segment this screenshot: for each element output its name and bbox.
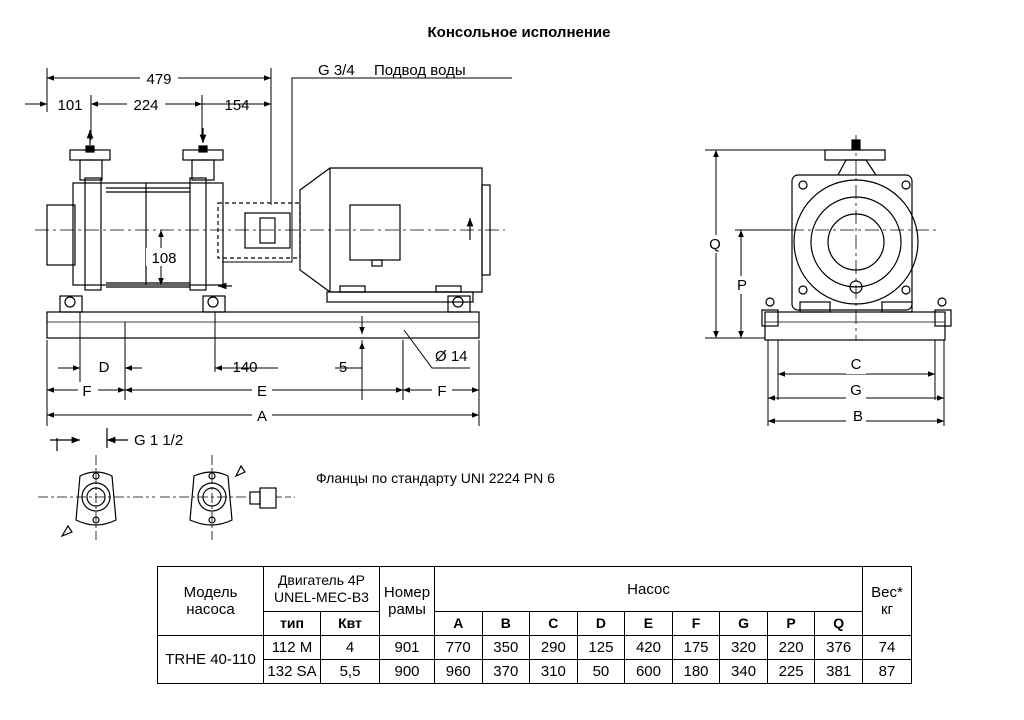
dim-cell-Q: 376 — [814, 635, 863, 660]
dim-header-F: F — [671, 611, 721, 636]
pump-suction-cap — [46, 204, 76, 266]
dim-G: G — [850, 382, 862, 399]
kw-cell: 4 — [320, 635, 380, 660]
dim-header-G: G — [719, 611, 768, 636]
dim-header-C: C — [529, 611, 578, 636]
weight-cell: 87 — [862, 659, 912, 684]
dim-cell-A: 960 — [434, 659, 483, 684]
dim-cell-D: 50 — [576, 659, 626, 684]
dim-hole-diameter: Ø 14 — [435, 348, 468, 365]
dim-Q: Q — [709, 236, 721, 253]
dim-cell-E: 420 — [624, 635, 673, 660]
weight-cell: 74 — [862, 635, 912, 660]
dim-F-right: F — [437, 383, 446, 400]
g-1-1-2-label: G 1 1/2 — [134, 432, 183, 449]
dim-cell-Q: 381 — [814, 659, 863, 684]
dim-cell-D: 125 — [576, 635, 626, 660]
g34-label: G 3/4 — [318, 62, 355, 79]
side-view-labels: 479 101 224 154 G 3/4 Подвод воды 108 D … — [57, 62, 468, 425]
dim-header-D: D — [576, 611, 626, 636]
pump-casing-front — [791, 174, 913, 311]
dim-F-left: F — [82, 383, 91, 400]
dim-cell-B: 350 — [481, 635, 531, 660]
type-header: тип — [263, 611, 321, 636]
dim-C: C — [851, 356, 862, 373]
table-row: 132 SA 5,5 900 960 370 310 50 600 180 34… — [158, 659, 912, 684]
flange-standard-note: Фланцы по стандарту UNI 2224 PN 6 — [316, 470, 555, 486]
dim-cell-G: 320 — [719, 635, 768, 660]
type-cell: 112 M — [263, 635, 321, 660]
type-cell: 132 SA — [263, 659, 321, 684]
table-row: TRHE 40-110 112 M 4 901 770 350 290 125 … — [157, 635, 912, 684]
frame-cell: 901 — [379, 635, 435, 660]
dim-5: 5 — [339, 359, 347, 376]
front-view-labels: Q P C G B — [705, 235, 866, 425]
dim-cell-F: 180 — [671, 659, 721, 684]
dim-B: B — [853, 408, 863, 425]
model-cell: TRHE 40-110 — [157, 635, 264, 684]
flange-labels: G 1 1/2 Фланцы по стандарту UNI 2224 PN … — [134, 432, 555, 486]
pump-header: Насос — [434, 566, 863, 612]
dim-140: 140 — [232, 359, 257, 376]
base-plate — [46, 311, 480, 339]
dim-cell-E: 600 — [624, 659, 673, 684]
dim-header-P: P — [766, 611, 816, 636]
kw-cell: 5,5 — [320, 659, 380, 684]
kw-header: Квт — [320, 611, 380, 636]
dim-header-A: A — [434, 611, 483, 636]
dim-P: P — [737, 277, 747, 294]
dim-cell-F: 175 — [671, 635, 721, 660]
dim-cell-P: 220 — [766, 635, 816, 660]
weight-header: Вес*кг — [862, 566, 912, 636]
dim-cell-G: 340 — [719, 659, 768, 684]
dim-header-B: B — [481, 611, 531, 636]
dim-E: E — [257, 383, 267, 400]
side-view — [35, 77, 512, 339]
technical-drawing: 479 101 224 154 G 3/4 Подвод воды 108 D … — [25, 62, 952, 540]
dim-cell-C: 310 — [529, 659, 578, 684]
dim-header-Q: Q — [814, 611, 863, 636]
frame-cell: 900 — [379, 659, 435, 684]
dim-108: 108 — [151, 250, 176, 267]
water-inlet-label: Подвод воды — [374, 62, 466, 79]
dim-cell-A: 770 — [434, 635, 483, 660]
dim-154: 154 — [224, 97, 249, 114]
drawing-title: Консольное исполнение — [427, 24, 611, 41]
dim-479: 479 — [146, 71, 171, 88]
dim-D: D — [99, 359, 110, 376]
pump-body — [72, 182, 224, 286]
dim-cell-B: 370 — [481, 659, 531, 684]
flange-details — [38, 428, 295, 540]
dim-A: A — [257, 408, 267, 425]
dim-cell-P: 225 — [766, 659, 816, 684]
dim-224: 224 — [133, 97, 158, 114]
dim-101: 101 — [57, 97, 82, 114]
dim-cell-C: 290 — [529, 635, 578, 660]
dim-header-E: E — [624, 611, 673, 636]
front-view — [740, 135, 952, 341]
